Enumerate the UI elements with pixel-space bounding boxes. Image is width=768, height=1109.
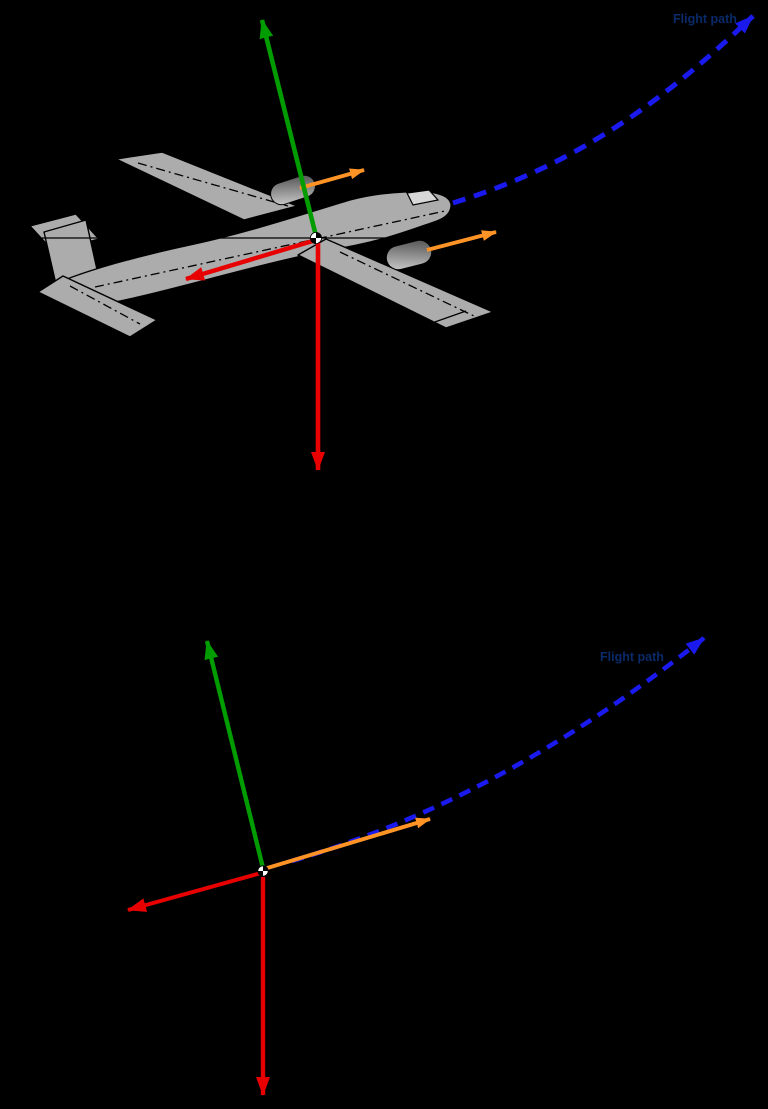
top-diagram: Flight path	[29, 12, 755, 471]
fuselage-centerline	[94, 210, 446, 288]
flight-path-curve	[452, 14, 755, 206]
near-wing-centerline	[339, 251, 477, 318]
far-wing	[115, 151, 298, 221]
aircraft	[29, 151, 494, 338]
cockpit-window	[406, 189, 440, 206]
thrust-arrow-far-engine	[299, 168, 365, 190]
lift-arrow	[259, 19, 319, 237]
bottom-diagram: Flight path	[127, 636, 706, 1096]
near-stabilizer-centerline	[69, 285, 141, 325]
flight-path-label: Flight path	[673, 12, 737, 26]
far-engine	[270, 174, 316, 206]
thrust-arrow-near-engine	[426, 230, 497, 252]
far-wing-centerline	[137, 162, 289, 207]
fuselage	[47, 190, 452, 304]
near-wing-aileron-line	[431, 310, 467, 324]
flight-path-label: Flight path	[600, 650, 664, 664]
near-wing	[297, 238, 494, 329]
flight-path-curve	[291, 636, 706, 864]
near-engine	[385, 239, 433, 271]
center-of-gravity-symbol	[309, 231, 322, 244]
near-stabilizer	[37, 275, 158, 338]
center-of-gravity-symbol	[257, 865, 269, 877]
drag-arrow	[185, 237, 317, 282]
thrust-arrow	[263, 817, 431, 871]
drag-arrow	[127, 871, 262, 912]
lift-arrow	[204, 640, 266, 869]
